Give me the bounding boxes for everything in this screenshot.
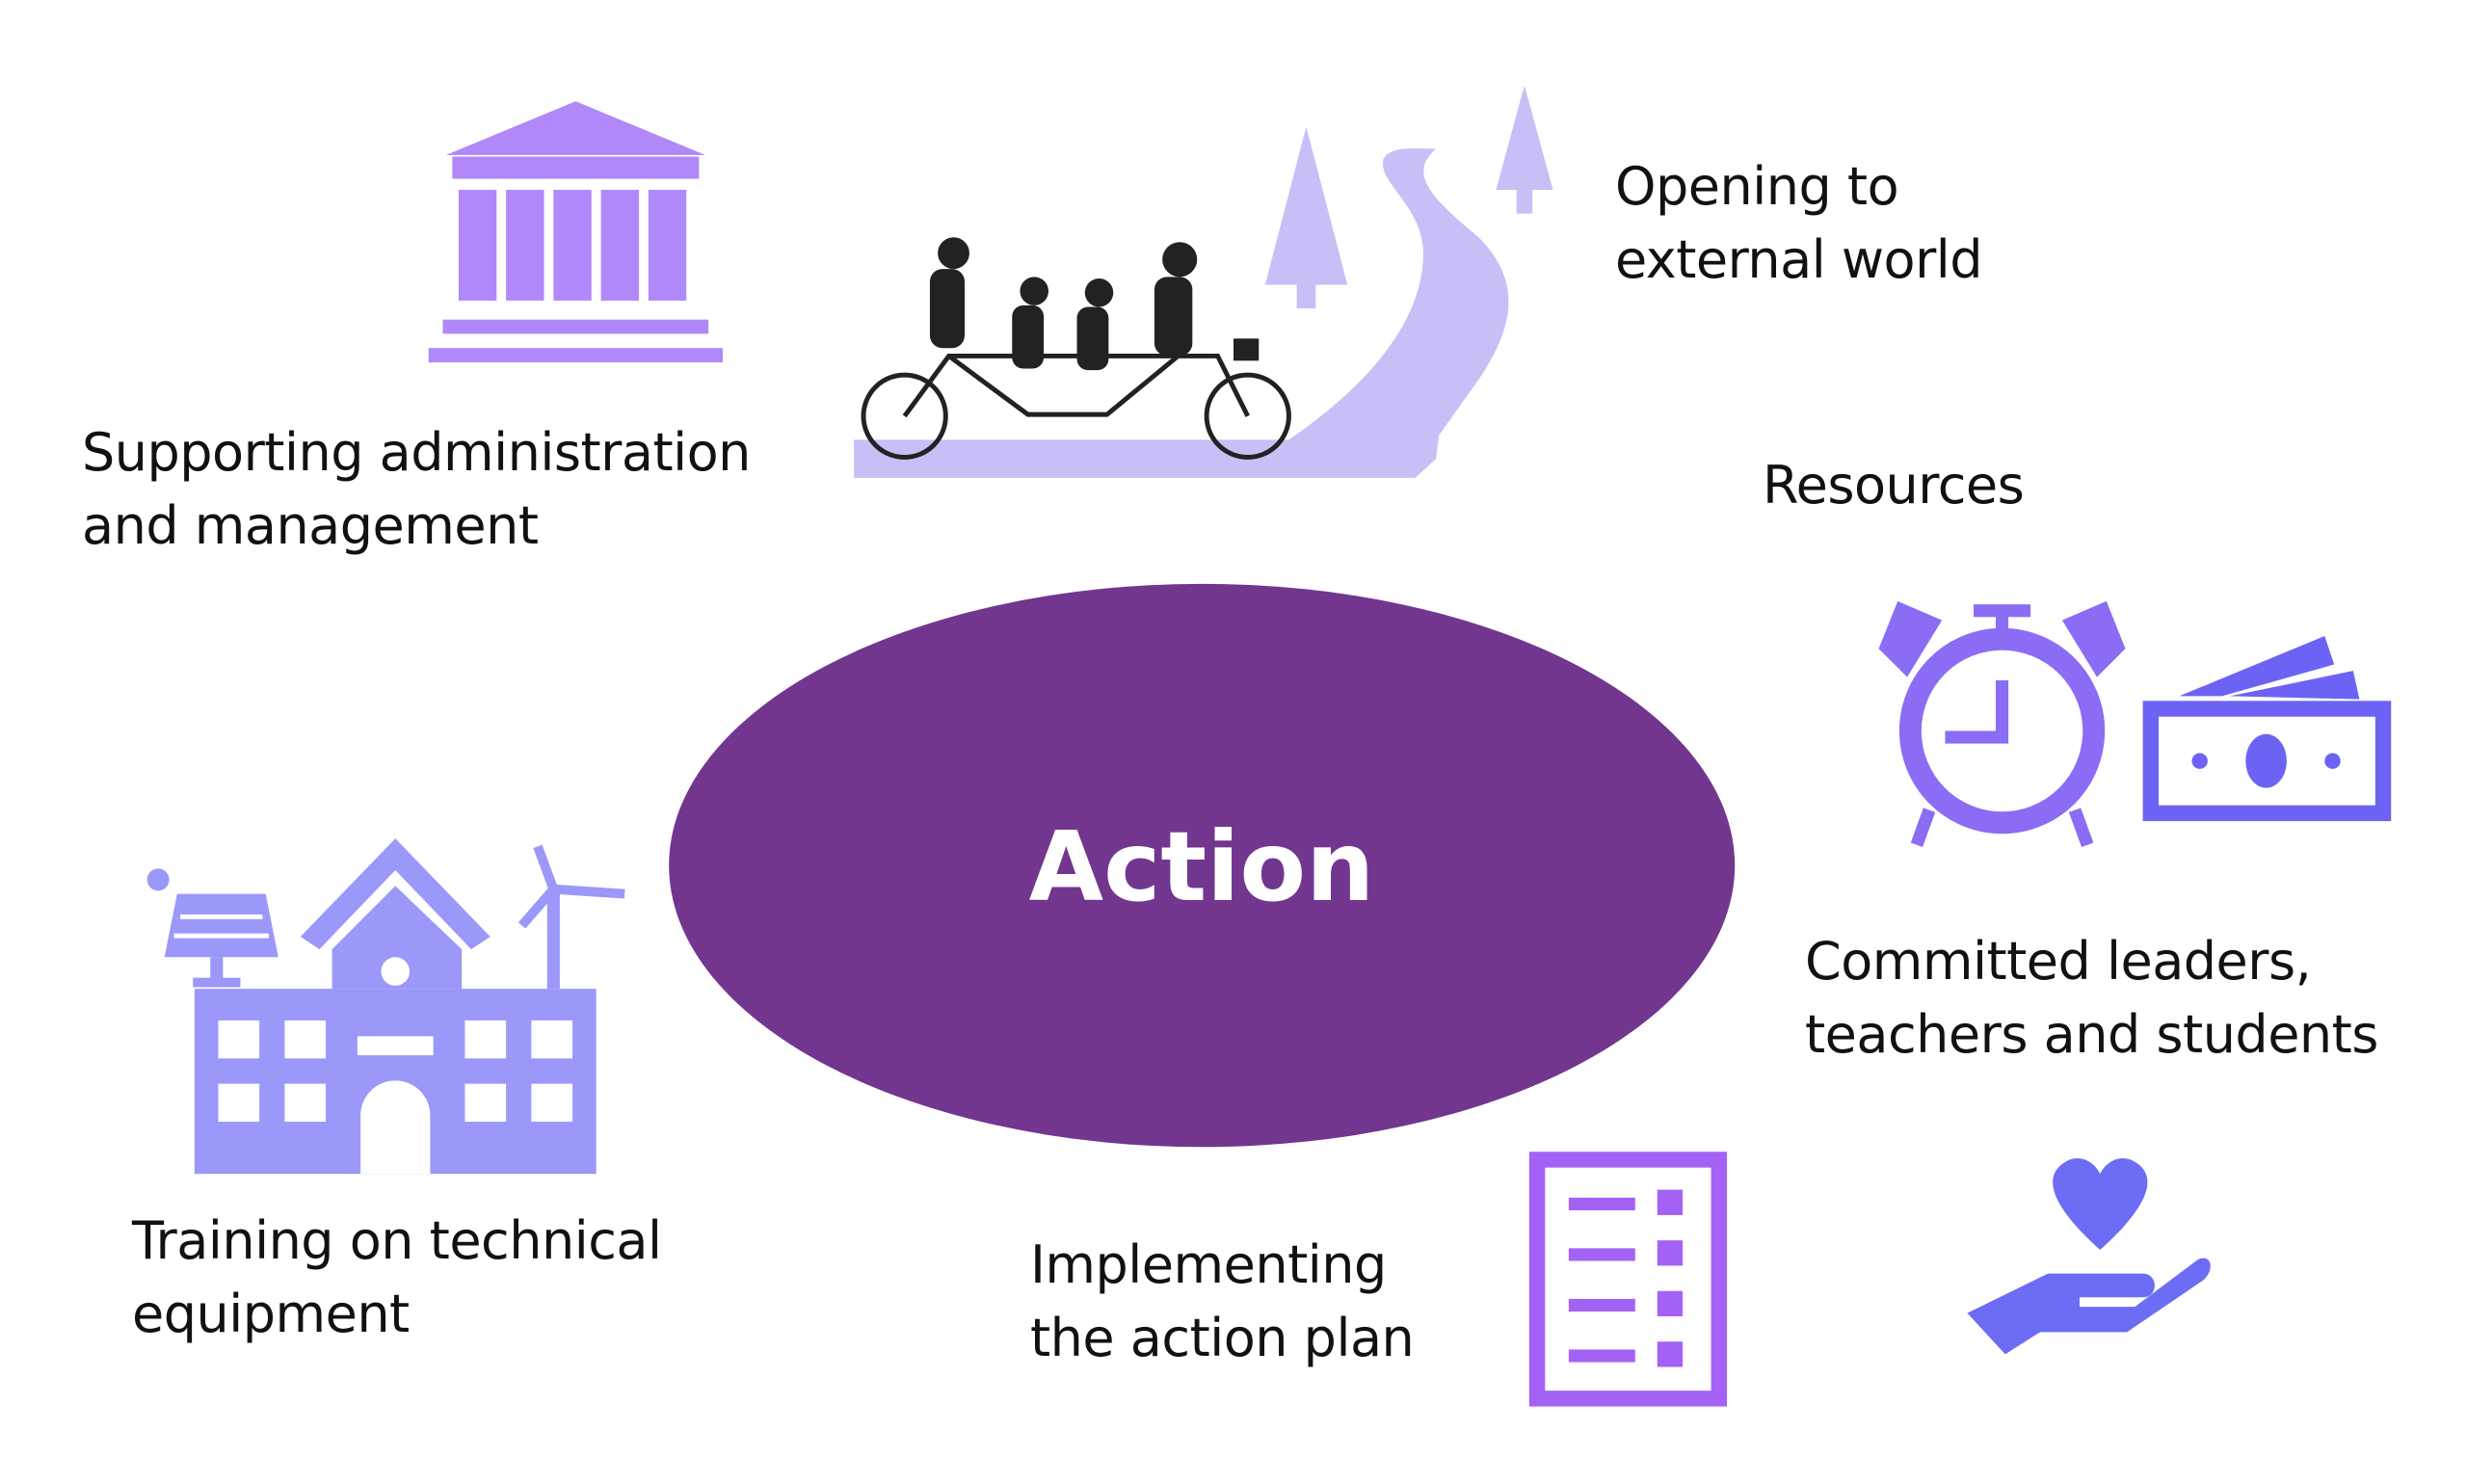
heart-in-hand-icon [1967,1157,2211,1355]
label-line: Opening to [1615,156,1899,217]
label-training-technical-equipment: Training on technical equipment [132,1205,662,1351]
action-ellipse [669,583,1736,1148]
label-line: equipment [132,1284,410,1344]
label-line: the action plan [1030,1308,1415,1368]
label-line: teachers and students [1805,1004,2378,1065]
label-resources: Resources [1763,449,2025,522]
label-line: Committed leaders, [1805,931,2312,992]
checklist-icon [1528,1152,1727,1407]
government-building-icon [428,101,723,362]
center-label: Action [1028,810,1375,923]
alarm-clock-icon [1878,600,2126,847]
money-icon [2142,636,2392,822]
label-line: Resources [1763,455,2025,516]
green-school-building-icon [146,838,625,1175]
label-opening-external-world: Opening to external world [1615,150,1983,297]
label-line: Supporting administration [82,422,751,483]
label-committed-leaders: Committed leaders, teachers and students [1805,925,2378,1072]
label-line: and management [82,495,539,556]
label-line: external world [1615,229,1983,290]
label-implementing-action-plan: Implementing the action plan [1030,1229,1415,1375]
label-line: Training on technical [132,1210,662,1271]
tandem-bicycle-road-icon [854,85,1553,478]
label-line: Implementing [1030,1234,1387,1295]
label-supporting-administration: Supporting administration and management [82,416,751,563]
